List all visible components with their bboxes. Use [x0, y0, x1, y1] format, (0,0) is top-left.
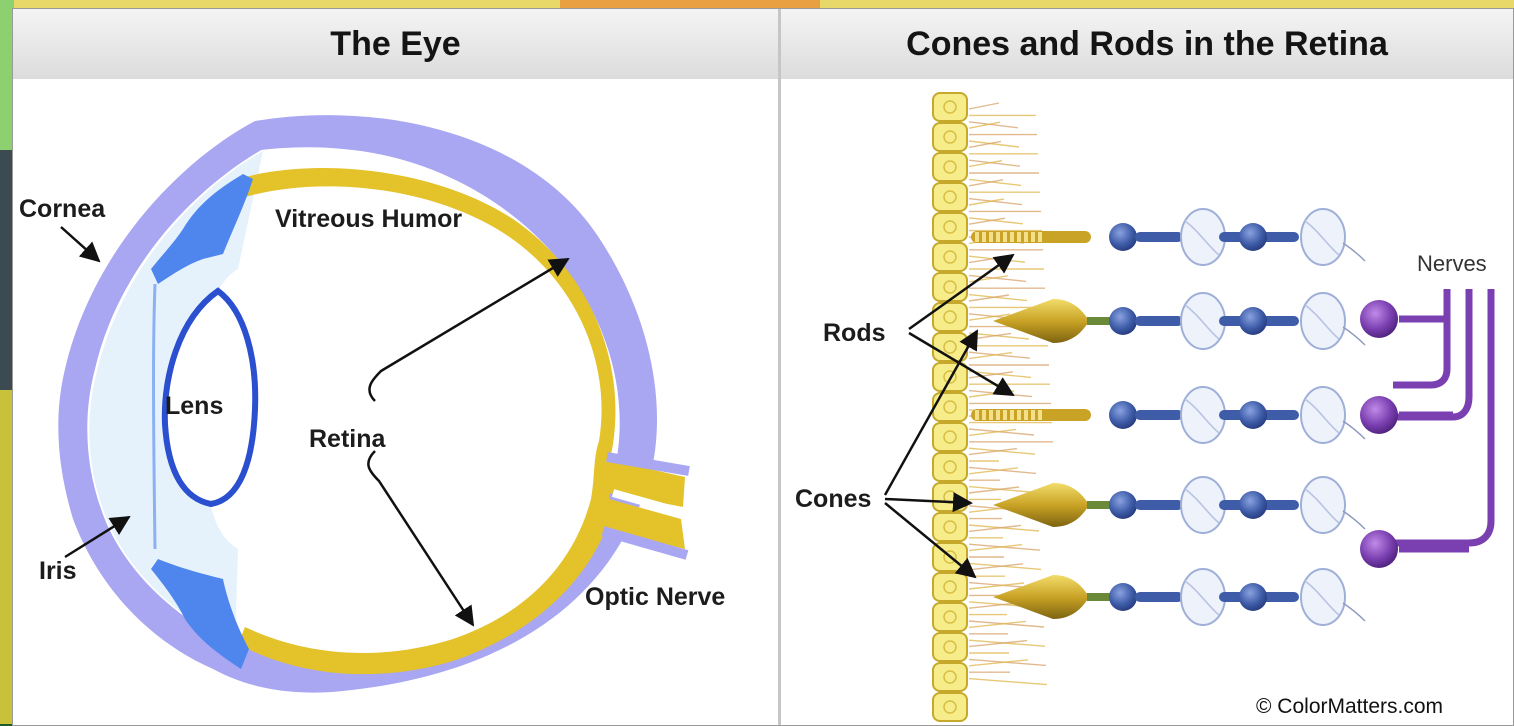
eye-panel-title: The Eye — [13, 9, 778, 79]
ganglion-cell — [1360, 530, 1398, 568]
lens-label: Lens — [165, 392, 223, 420]
pigment-cell — [933, 453, 967, 481]
pigment-cell — [933, 183, 967, 211]
pigment-cell — [933, 603, 967, 631]
retina-cells: Rods Cones Nerves © ColorMatters.com — [795, 93, 1491, 721]
cone-cell — [993, 569, 1365, 625]
eye-and-retina-diagram: Cornea Vitreous Humor Lens Retina Iris O… — [13, 79, 1513, 725]
rod-cell — [971, 209, 1365, 265]
pigment-cell — [933, 273, 967, 301]
pigment-cell — [933, 93, 967, 121]
pigment-cell — [933, 663, 967, 691]
pigment-cell — [933, 243, 967, 271]
pigment-cell — [933, 573, 967, 601]
pigment-cell — [933, 483, 967, 511]
pigment-cell — [933, 123, 967, 151]
iris-label: Iris — [39, 557, 77, 585]
optic-nerve-label: Optic Nerve — [585, 583, 725, 611]
nerve-fibers — [1360, 289, 1491, 568]
ganglion-cell — [1360, 300, 1398, 338]
pigment-cell — [933, 693, 967, 721]
rods-label: Rods — [823, 319, 886, 347]
copyright-text: © ColorMatters.com — [1256, 695, 1443, 718]
retina-label: Retina — [309, 425, 387, 453]
vitreous-humor-label: Vitreous Humor — [275, 205, 462, 233]
diagram-panel: The Eye Cones and Rods in the Retina — [12, 8, 1514, 726]
pigment-cell — [933, 423, 967, 451]
eye-cross-section: Cornea Vitreous Humor Lens Retina Iris O… — [19, 115, 725, 693]
ganglion-cell — [1360, 396, 1398, 434]
cornea-label: Cornea — [19, 195, 106, 223]
pigment-cell — [933, 213, 967, 241]
cone-cell — [993, 293, 1365, 349]
retina-panel-title: Cones and Rods in the Retina — [781, 9, 1513, 79]
cones-label: Cones — [795, 485, 871, 513]
photoreceptor-rows — [971, 209, 1365, 625]
pigment-cell — [933, 393, 967, 421]
pigment-cell — [933, 513, 967, 541]
nerves-label: Nerves — [1417, 251, 1487, 276]
pigment-epithelium — [933, 93, 1053, 721]
cone-cell — [993, 477, 1365, 533]
pigment-cell — [933, 633, 967, 661]
pigment-cell — [933, 153, 967, 181]
